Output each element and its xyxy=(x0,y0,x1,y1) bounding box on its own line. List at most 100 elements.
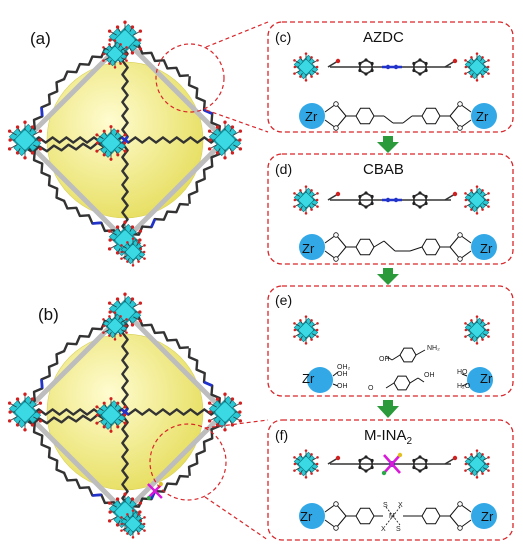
bond xyxy=(383,115,394,124)
oxygen-atom xyxy=(102,318,105,321)
zr-node-label: Zr xyxy=(480,371,493,386)
hydroxyl-label: OH xyxy=(379,356,390,363)
oxygen-atom xyxy=(293,469,296,472)
oxygen-atom xyxy=(116,425,120,429)
oxygen-atom xyxy=(95,149,99,153)
bond xyxy=(402,115,413,124)
hydroxyl-label: OH xyxy=(424,372,435,379)
oxygen-atom xyxy=(8,410,12,414)
minA2-crystal-strip xyxy=(293,449,490,479)
oxygen-atom xyxy=(470,56,473,59)
oxygen-atom xyxy=(310,338,313,341)
oxygen-atom xyxy=(452,455,458,461)
oxygen-atom xyxy=(487,192,490,195)
oxygen-atom xyxy=(481,338,484,341)
oxygen-atom xyxy=(38,419,43,423)
oxygen-atom xyxy=(7,419,12,423)
oxygen-atom xyxy=(486,328,490,332)
oxygen-atom xyxy=(223,156,227,160)
oxygen-atom xyxy=(108,38,112,42)
oxygen-atom xyxy=(316,192,319,195)
oxygen-atom xyxy=(113,311,117,314)
oxygen-atom xyxy=(293,335,296,338)
oxygen-atom xyxy=(333,256,339,262)
bond xyxy=(385,355,393,361)
oxygen-atom xyxy=(131,237,135,240)
oxygen-atom xyxy=(452,58,458,64)
zoom-callout-b xyxy=(149,419,269,541)
oxygen-atom xyxy=(333,501,339,507)
oxygen-atom xyxy=(130,51,135,55)
oxygen-atom xyxy=(138,301,143,305)
oxygen-atom xyxy=(464,456,467,459)
oxygen-atom xyxy=(142,522,146,526)
oxygen-atom xyxy=(207,419,212,423)
oxygen-atom xyxy=(113,338,117,341)
zr-cluster xyxy=(120,509,146,539)
carbon-atom xyxy=(424,201,428,206)
oxygen-atom xyxy=(95,421,99,425)
oxygen-atom xyxy=(223,120,227,124)
oxygen-atom xyxy=(116,129,120,133)
oxygen-atom xyxy=(102,52,106,56)
oxygen-atom xyxy=(120,244,123,247)
oxygen-atom xyxy=(238,410,242,414)
carbon-atom xyxy=(418,72,422,76)
oxygen-atom xyxy=(215,125,220,129)
oxygen-atom xyxy=(475,79,479,82)
oxygen-atom xyxy=(464,72,467,75)
oxygen-atom xyxy=(102,153,106,157)
oxygen-atom xyxy=(299,208,302,211)
panel-f-label: (f) xyxy=(275,427,288,443)
oxygen-atom xyxy=(108,43,111,46)
azo-bond xyxy=(203,380,213,387)
panel-e-label: (e) xyxy=(275,292,292,308)
oxygen-atom xyxy=(487,322,490,325)
oxygen-atom xyxy=(38,129,43,133)
oxygen-atom xyxy=(137,241,140,244)
oxygen-atom xyxy=(119,43,122,46)
carbon-atom xyxy=(364,58,368,62)
oxygen-atom xyxy=(120,250,124,254)
oxygen-atom xyxy=(470,453,473,456)
oxygen-atom xyxy=(130,297,135,301)
oxygen-atom xyxy=(123,292,127,296)
oxygen-atom xyxy=(115,497,120,501)
oxygen-atom xyxy=(333,525,339,531)
oxygen-atom xyxy=(138,238,142,242)
carbon-atom xyxy=(418,191,422,195)
oxygen-atom xyxy=(123,141,127,145)
oxygen-atom xyxy=(95,405,99,409)
oxygen-atom xyxy=(126,260,129,263)
oxygen-atom xyxy=(315,328,319,332)
oxygen-atom xyxy=(207,401,212,405)
oxygen-atom xyxy=(481,56,484,59)
oxygen-atom xyxy=(107,247,112,251)
carbon-atom xyxy=(370,61,374,66)
oxygen-atom xyxy=(335,455,341,461)
oxygen-atom xyxy=(457,125,463,131)
oxygen-atom xyxy=(120,522,124,526)
oxygen-atom xyxy=(113,39,117,42)
oxygen-atom xyxy=(115,25,120,29)
oxygen-atom xyxy=(8,138,12,142)
oxygen-atom xyxy=(293,65,297,69)
oxygen-atom xyxy=(304,52,308,55)
oxygen-atom xyxy=(316,456,319,459)
oxygen-atom xyxy=(107,229,112,233)
oxygen-atom xyxy=(15,423,20,427)
zr-node-label: Zr xyxy=(481,509,494,524)
bond xyxy=(409,246,423,252)
oxygen-atom xyxy=(293,328,297,332)
benzene-ring xyxy=(421,238,441,256)
azdc-linker-schematic xyxy=(299,101,497,131)
oxygen-atom xyxy=(299,319,302,322)
oxygen-atom xyxy=(487,59,490,62)
azo-bond xyxy=(92,221,102,225)
oxygen-atom xyxy=(470,472,473,475)
oxygen-atom xyxy=(293,205,296,208)
oxygen-atom xyxy=(126,513,129,516)
oxygen-atom xyxy=(137,260,140,263)
sulfur-label: S xyxy=(383,502,388,509)
